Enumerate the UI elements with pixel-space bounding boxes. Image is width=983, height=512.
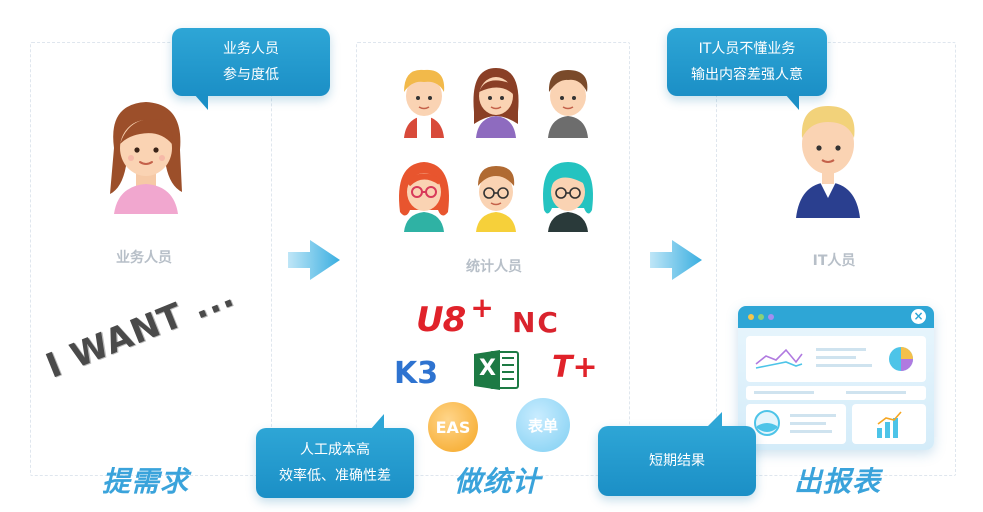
- tplus-logo: T+: [552, 350, 598, 385]
- it-bubble-line2: 输出内容差强人意: [691, 67, 803, 83]
- result-bubble: 短期结果: [598, 412, 756, 496]
- stat-person-2-avatar: [473, 68, 519, 138]
- eas-logo: EAS: [428, 402, 478, 452]
- arrow-right-icon: [650, 240, 702, 280]
- excel-logo-text: X: [479, 356, 496, 381]
- panel-requirement: [30, 42, 272, 476]
- stat-person-6-avatar: [543, 162, 593, 232]
- report-bar-strip: [746, 386, 926, 400]
- window-dot-icon: [768, 314, 774, 320]
- placeholder-line: [754, 391, 814, 394]
- window-dot-icon: [748, 314, 754, 320]
- stat-bubble-line1: 人工成本高: [300, 442, 370, 458]
- report-panel-bottom-left: [746, 404, 846, 444]
- form-logo: 表单: [516, 398, 570, 452]
- placeholder-line: [816, 348, 866, 351]
- stat-person-5-avatar: [476, 166, 516, 232]
- report-panel-top: [746, 336, 926, 382]
- result-bubble-text: 短期结果: [649, 453, 705, 469]
- excel-logo-icon: [474, 350, 519, 390]
- stat-bubble: 人工成本高 效率低、准确性差: [256, 414, 414, 498]
- u8-logo: U8 +: [416, 291, 494, 340]
- placeholder-line: [790, 414, 836, 417]
- placeholder-line: [790, 430, 832, 433]
- stat-person-4-avatar: [399, 162, 449, 232]
- form-logo-text: 表单: [527, 416, 558, 435]
- k3-logo: K3: [394, 356, 439, 391]
- close-icon[interactable]: ×: [911, 309, 926, 324]
- stat-person-1-avatar: [404, 69, 445, 138]
- line-chart-icon: [755, 348, 803, 369]
- business-bubble-line1: 业务人员: [223, 41, 279, 57]
- business-person-avatar: [110, 102, 182, 214]
- business-bubble: 业务人员 参与度低: [172, 28, 330, 110]
- panel-report: [716, 42, 956, 476]
- it-bubble: IT人员不懂业务 输出内容差强人意: [667, 28, 827, 110]
- report-window-titlebar: ×: [738, 306, 934, 328]
- step-title-statistics: 做统计: [454, 465, 542, 498]
- report-window: ×: [738, 306, 934, 450]
- business-bubble-line2: 参与度低: [223, 67, 279, 83]
- u8-logo-plus: +: [470, 291, 494, 324]
- bar-chart-icon: [877, 411, 902, 438]
- eas-logo-text: EAS: [435, 417, 471, 437]
- nc-logo: NC: [512, 306, 560, 339]
- u8-logo-text: U8: [416, 300, 466, 340]
- stat-person-3-avatar: [548, 70, 588, 138]
- placeholder-line: [846, 391, 906, 394]
- placeholder-line: [816, 356, 856, 359]
- arrow-right-icon: [288, 240, 340, 280]
- stat-bubble-line2: 效率低、准确性差: [279, 468, 391, 484]
- gauge-icon: [754, 410, 780, 436]
- it-bubble-line1: IT人员不懂业务: [698, 41, 796, 57]
- stat-role-label: 统计人员: [466, 259, 522, 275]
- placeholder-line: [790, 422, 826, 425]
- pie-chart-icon: [889, 347, 913, 371]
- window-dot-icon: [758, 314, 764, 320]
- step-title-requirement: 提需求: [102, 465, 190, 498]
- step-title-report: 出报表: [794, 465, 882, 498]
- placeholder-line: [816, 364, 872, 367]
- business-role-label: 业务人员: [116, 250, 172, 266]
- panel-statistics: [356, 42, 630, 476]
- it-role-label: IT人员: [812, 253, 856, 269]
- it-person-avatar: [796, 106, 860, 218]
- report-panel-bottom-right: [852, 404, 926, 444]
